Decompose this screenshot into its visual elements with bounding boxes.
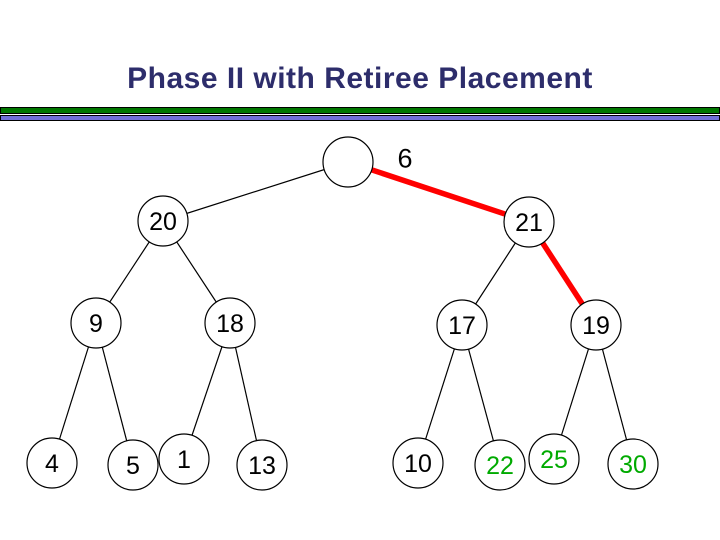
- tree-node-label-13: 13: [248, 452, 276, 480]
- tree-node-label-17: 17: [448, 312, 476, 340]
- tree-node-9: [70, 297, 122, 349]
- tree-node-label-19: 19: [582, 312, 610, 340]
- root-annotation-label: 6: [397, 143, 412, 173]
- tree-node-18: [204, 297, 256, 349]
- tree-node-label-10: 10: [404, 450, 432, 478]
- tree-node-10: [392, 437, 444, 489]
- tree-node-22: [474, 439, 526, 491]
- tree-node-label-22: 22: [486, 452, 514, 480]
- tree-node-label-4: 4: [45, 450, 59, 478]
- tree-node-25: [528, 433, 580, 485]
- slide-title: Phase II with Retiree Placement: [127, 62, 593, 95]
- tree-node-label-9: 9: [89, 310, 103, 338]
- tree-edge-root-n20: [162, 161, 349, 222]
- tree-node-label-21: 21: [515, 209, 543, 237]
- tree-node-13: [236, 439, 288, 491]
- tree-node-label-30: 30: [619, 451, 647, 479]
- tree-node-5: [107, 439, 159, 491]
- tree-node-label-20: 20: [149, 208, 177, 236]
- tree-node-label-1: 1: [177, 446, 191, 474]
- tree-node-label-25: 25: [540, 446, 568, 474]
- tree-highlight-edge-root-n21: [347, 159, 530, 225]
- tree-node-label-18: 18: [216, 310, 244, 338]
- tree-node-19: [570, 299, 622, 351]
- tree-node-17: [436, 299, 488, 351]
- tree-node-label-5: 5: [126, 452, 140, 480]
- tree-node-30: [607, 438, 659, 490]
- tree-node-21: [503, 196, 555, 248]
- tree-node-20: [137, 195, 189, 247]
- tree-node-root: [322, 136, 374, 188]
- tree-node-1: [158, 433, 210, 485]
- tree-node-4: [26, 437, 78, 489]
